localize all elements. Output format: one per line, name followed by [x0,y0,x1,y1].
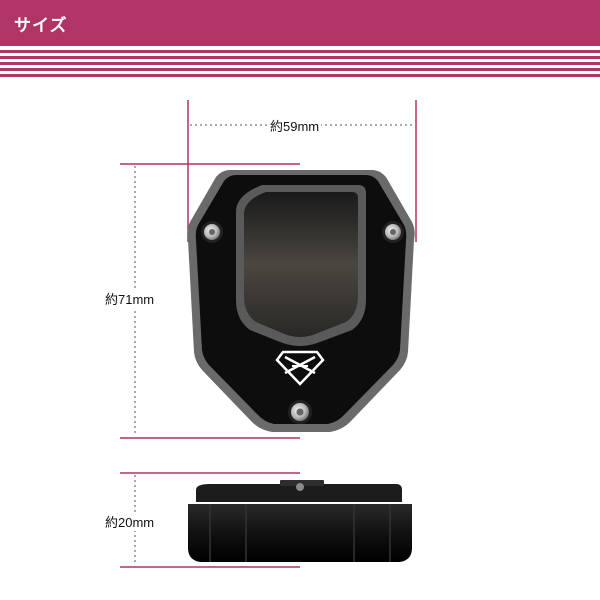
section-header: サイズ [0,0,600,46]
width-dimension-label: 約59mm [268,116,322,135]
plate-top-view [187,170,415,432]
brand-logo-icon [275,350,325,386]
header-stripe [0,56,600,59]
thickness-dimension-label: 約20mm [103,512,157,531]
section-title: サイズ [14,16,68,35]
header-stripe [0,62,600,65]
header-stripe [0,68,600,71]
header-stripe [0,74,600,77]
height-dimension-label: 約71mm [103,289,157,308]
header-stripe [0,50,600,53]
plate-side-view [188,480,412,562]
